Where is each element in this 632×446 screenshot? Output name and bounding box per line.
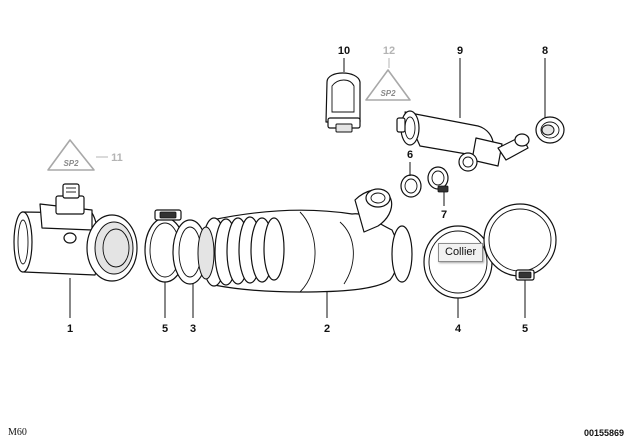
svg-text:SP2: SP2 — [380, 89, 396, 98]
sp2-symbol-top: SP2 — [365, 69, 411, 101]
callout-4[interactable]: 4 — [455, 323, 462, 335]
svg-text:SP2: SP2 — [63, 159, 79, 168]
callout-7[interactable]: 7 — [441, 209, 447, 221]
callout-9[interactable]: 9 — [457, 45, 463, 57]
callout-5-right[interactable]: 5 — [522, 323, 528, 335]
part-holder[interactable] — [325, 72, 361, 133]
part-grommet[interactable] — [535, 116, 565, 144]
callout-2[interactable]: 2 — [324, 323, 330, 335]
diagram-id-label: 00155869 — [583, 428, 624, 438]
model-code-label: M60 — [8, 427, 27, 438]
callout-5-left[interactable]: 5 — [162, 323, 168, 335]
part-hose-clamp-right[interactable] — [483, 203, 557, 281]
callout-6[interactable]: 6 — [407, 149, 413, 161]
callout-3[interactable]: 3 — [190, 323, 196, 335]
callout-1[interactable]: 1 — [67, 323, 73, 335]
sp2-symbol-left: SP2 — [47, 139, 95, 171]
part-clamp-small[interactable] — [427, 166, 449, 193]
callout-12[interactable]: 12 — [383, 45, 395, 57]
part-tooltip: Collier — [438, 243, 484, 262]
callout-11[interactable]: 11 — [111, 152, 123, 164]
part-air-mass-meter[interactable] — [13, 183, 138, 282]
part-idle-control-valve[interactable] — [396, 110, 530, 172]
callout-10[interactable]: 10 — [338, 45, 350, 57]
part-clamp-ring[interactable] — [423, 225, 493, 299]
part-ring-small[interactable] — [400, 174, 422, 198]
callout-8[interactable]: 8 — [542, 45, 548, 57]
part-intake-boot[interactable] — [197, 188, 413, 293]
